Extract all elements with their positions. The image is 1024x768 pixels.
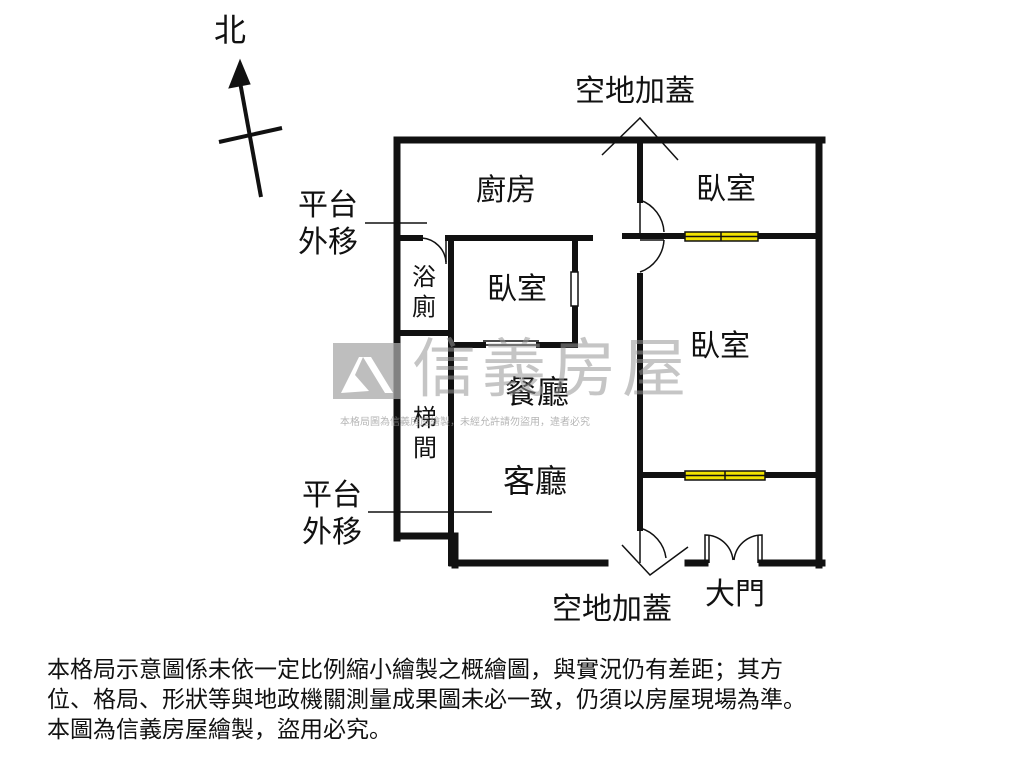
windows xyxy=(684,231,766,481)
floor-plan xyxy=(218,58,826,576)
platform-upper-line1: 平台 xyxy=(298,188,358,223)
exterior-walls xyxy=(393,136,826,569)
bottom-addition-label: 空地加蓋 xyxy=(552,592,672,627)
dining-label: 餐廳 xyxy=(505,373,570,411)
door-swings xyxy=(421,199,763,563)
interior-walls xyxy=(394,137,822,566)
top-addition-label: 空地加蓋 xyxy=(575,74,695,109)
platform-lower-line1: 平台 xyxy=(302,478,362,513)
disclaimer-line: 位、格局、形狀等與地政機關測量成果圖未必一致，仍須以房屋現場為準。 xyxy=(47,687,806,713)
disclaimer: 本格局示意圖係未依一定比例縮小繪製之概繪圖，與實況仍有差距；其方 位、格局、形狀… xyxy=(47,655,987,745)
disclaimer-line: 本格局示意圖係未依一定比例縮小繪製之概繪圖，與實況仍有差距；其方 xyxy=(47,657,783,683)
bedroom-middle-label: 臥室 xyxy=(487,272,547,307)
stairwell-char1: 梯 xyxy=(413,404,437,432)
bathroom-char1: 浴 xyxy=(412,263,436,291)
stairwell-char2: 間 xyxy=(413,434,437,462)
bedroom-right-label: 臥室 xyxy=(690,329,750,364)
bathroom-char2: 廁 xyxy=(412,293,436,321)
kitchen-label: 廚房 xyxy=(476,173,536,208)
leader-lines xyxy=(365,116,689,576)
stairwell-label: 梯 間 xyxy=(411,403,439,463)
watermark-note: 本格局圖為信義房屋繪製，未經允許請勿盜用，違者必究 xyxy=(340,417,590,428)
living-label: 客廳 xyxy=(503,462,568,500)
main-door-label: 大門 xyxy=(705,577,765,612)
north-arrow-icon xyxy=(218,58,283,198)
platform-lower-line2: 外移 xyxy=(302,515,362,550)
platform-upper-label: 平台 外移 xyxy=(298,187,368,261)
compass-north-label: 北 xyxy=(214,11,247,49)
brand-watermark: 信義房屋 xyxy=(412,333,692,407)
platform-upper-line2: 外移 xyxy=(298,225,358,260)
bathroom-label: 浴 廁 xyxy=(410,262,438,322)
disclaimer-line: 本圖為信義房屋繪製，盜用必究。 xyxy=(47,717,392,743)
platform-lower-label: 平台 外移 xyxy=(302,477,372,551)
brand-logo-watermark xyxy=(333,343,401,399)
bedroom-top-right-label: 臥室 xyxy=(696,172,756,207)
